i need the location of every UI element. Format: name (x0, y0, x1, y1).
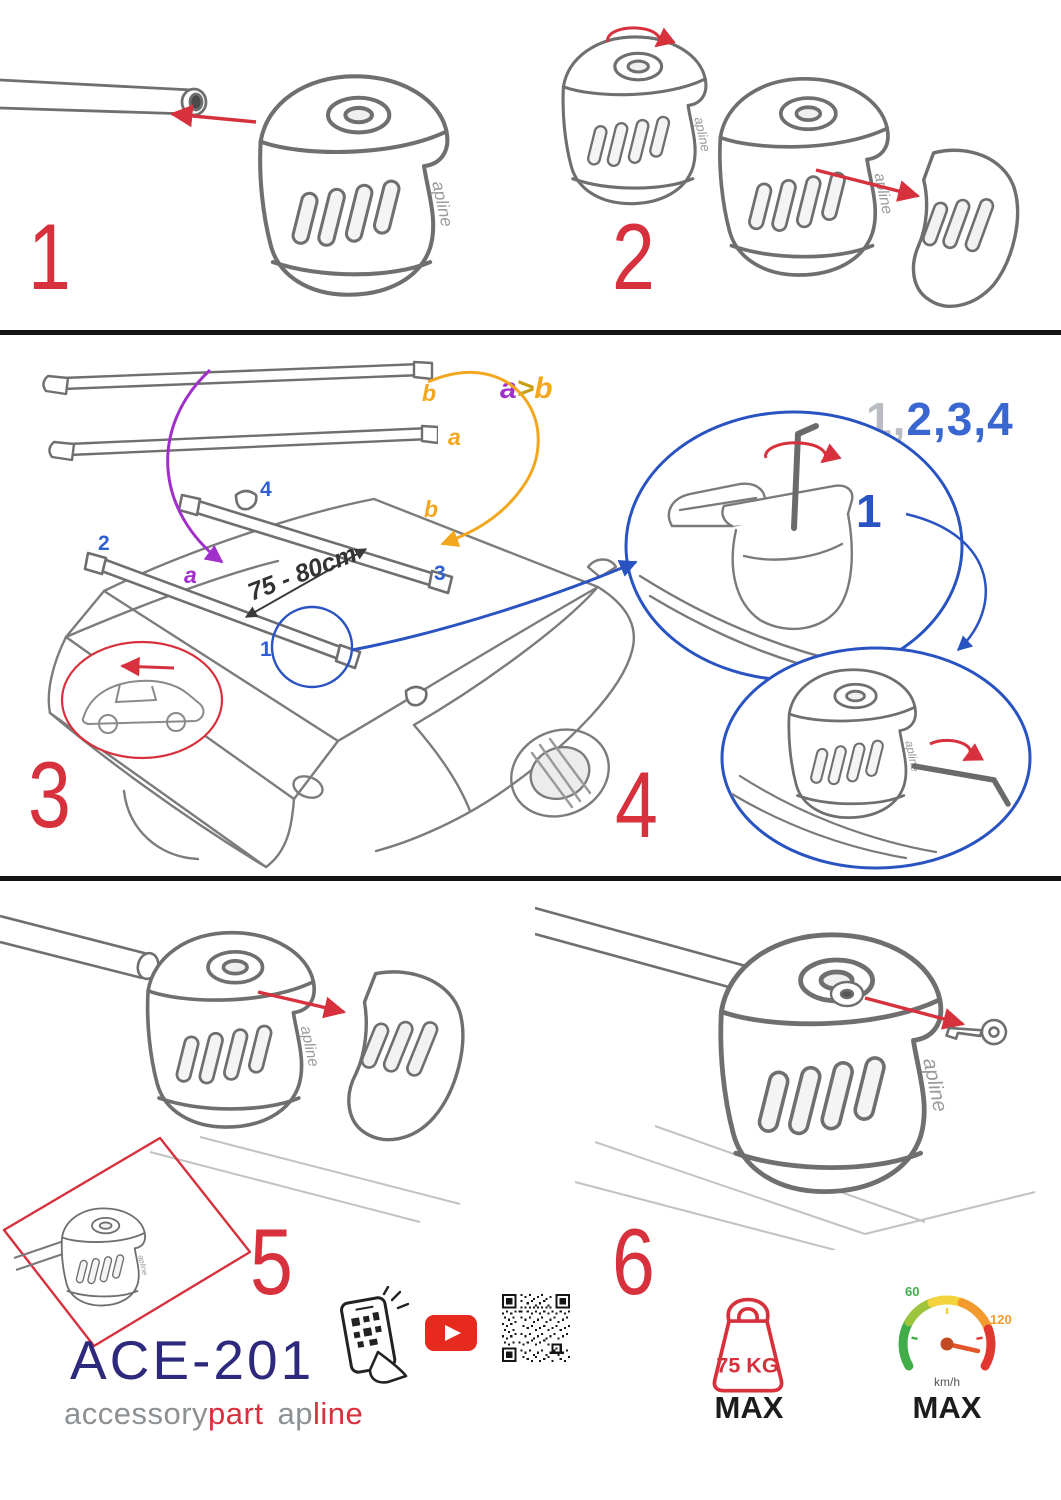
step5-illustration (0, 914, 465, 1223)
detail2-illustration (720, 646, 1032, 870)
speed-high-label: 120 (990, 1312, 1012, 1327)
qr-code (502, 1294, 570, 1362)
order-b: b (534, 372, 553, 405)
roof-label-3: 3 (434, 562, 446, 585)
allen-key-icon (911, 763, 1011, 807)
step2-illustration (561, 26, 1020, 308)
detail1-illustration (624, 410, 964, 682)
key-icon (945, 1018, 1008, 1046)
step-number-5: 5 (250, 1209, 293, 1314)
speed-max-label: MAX (912, 1390, 982, 1425)
roof-label-b: b (424, 496, 439, 522)
lock-key-arrow (864, 996, 966, 1030)
max-speed-icon: 60 120 km/h (898, 1284, 1012, 1389)
brand-ap: ap (277, 1396, 313, 1431)
remove-cover-arrow (815, 168, 921, 202)
lock-icon (829, 980, 865, 1008)
roof-label-4: 4 (260, 478, 272, 501)
section-divider-1 (0, 330, 1061, 335)
section-divider-2 (0, 876, 1061, 881)
step-number-1: 1 (28, 204, 71, 309)
model-name: ACE-201 (70, 1329, 315, 1391)
step-number-6: 6 (612, 1209, 655, 1314)
brand-line: line (312, 1396, 364, 1431)
bar-order-label: a>b (500, 372, 553, 406)
roof-label-a: a (184, 562, 197, 588)
scan-phone-icon (340, 1286, 410, 1384)
speed-unit-label: km/h (934, 1375, 960, 1389)
distance-label: 75 - 80cm (244, 540, 360, 607)
allen-key-icon (791, 423, 819, 531)
step6-illustration (535, 906, 1036, 1250)
brand-part: part (208, 1396, 264, 1431)
crossbars-illustration (42, 360, 438, 462)
step-number-4: 4 (615, 752, 658, 857)
brand-accessory: accessory (64, 1396, 209, 1431)
roof-label-1: 1 (260, 638, 272, 661)
order-gt: > (516, 372, 535, 405)
insert-arrow (169, 104, 257, 128)
step1-illustration (0, 28, 500, 318)
sequence-blue: 2,3,4 (906, 393, 1014, 445)
max-weight-icon: 75 KG (712, 1297, 784, 1393)
youtube-icon (425, 1315, 477, 1351)
weight-max-label: MAX (714, 1390, 784, 1425)
step-number-3: 3 (28, 742, 71, 847)
attach-cover-arrow (257, 990, 347, 1019)
speed-low-label: 60 (905, 1284, 919, 1299)
weight-value: 75 KG (716, 1353, 778, 1377)
step-number-2: 2 (612, 204, 655, 309)
mounted-foot-plane-illustration (2, 1136, 252, 1348)
order-a: a (500, 372, 517, 405)
bar-b-label: b (422, 380, 437, 406)
roof-label-2: 2 (98, 532, 110, 555)
bar-a-label: a (448, 424, 461, 450)
mini-car-illustration (60, 640, 224, 760)
detail-number-label: 1 (856, 485, 882, 537)
